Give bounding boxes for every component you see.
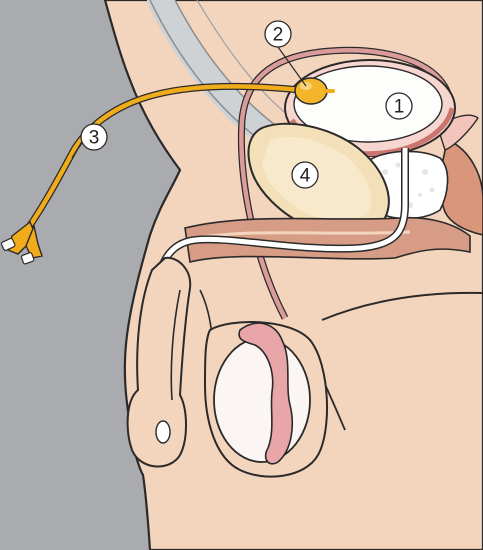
callout-4-label: 4 [300, 166, 311, 187]
callout-2-label: 2 [273, 25, 284, 46]
testis [214, 338, 310, 462]
callout-1: 1 [386, 93, 412, 119]
callout-3-label: 3 [89, 128, 100, 149]
callout-1-label: 1 [394, 97, 405, 118]
callout-3: 3 [81, 124, 107, 150]
callout-4: 4 [292, 162, 318, 188]
callout-2: 2 [265, 21, 291, 47]
catheter-balloon [295, 78, 327, 104]
glans-tip [156, 421, 170, 443]
